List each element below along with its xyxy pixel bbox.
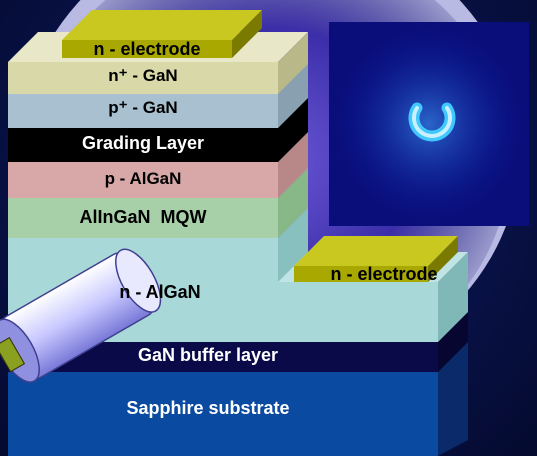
buffer-side: [438, 312, 468, 372]
label-buffer-layer: GaN buffer layer: [137, 345, 279, 365]
substrate-front: [8, 372, 438, 456]
n-plus-side: [278, 32, 308, 94]
p-plus-front: [8, 94, 278, 128]
label-grading-layer: Grading Layer: [81, 133, 205, 153]
grading-side: [278, 98, 308, 162]
label-top-electrode: n - electrode: [93, 39, 201, 59]
fiber-core-icon: [0, 336, 26, 373]
n-algan-ledge-front: [278, 282, 438, 342]
n-algan-ledge-side: [438, 252, 468, 342]
side-electrode-front: [294, 266, 428, 282]
p-algan-side: [278, 132, 308, 198]
top-electrode-side: [232, 10, 262, 58]
label-mqw: AlInGaN MQW: [79, 207, 207, 227]
label-n-algan: n - AlGaN: [119, 282, 201, 302]
top-electrode-front: [62, 40, 232, 58]
mqw-side: [278, 168, 308, 238]
label-n-plus-gan: n⁺ - GaN: [108, 66, 178, 85]
top-electrode-top: [62, 10, 262, 40]
mqw-front: [8, 198, 278, 238]
side-electrode-side: [428, 236, 458, 282]
fiber-end-cap: [115, 248, 162, 313]
fiber-body: [0, 248, 162, 383]
p-plus-side: [278, 64, 308, 128]
label-substrate: Sapphire substrate: [126, 398, 290, 418]
label-p-algan: p - AlGaN: [104, 169, 182, 188]
photo-glow: [329, 22, 529, 226]
grading-front: [8, 128, 278, 162]
label-p-plus-gan: p⁺ - GaN: [108, 98, 178, 117]
label-side-electrode: n - electrode: [330, 264, 438, 284]
emission-ring-icon: [408, 102, 456, 142]
n-plus-front: [8, 62, 278, 94]
substrate-side: [438, 342, 468, 456]
side-electrode-top: [294, 236, 458, 266]
p-algan-front: [8, 162, 278, 198]
